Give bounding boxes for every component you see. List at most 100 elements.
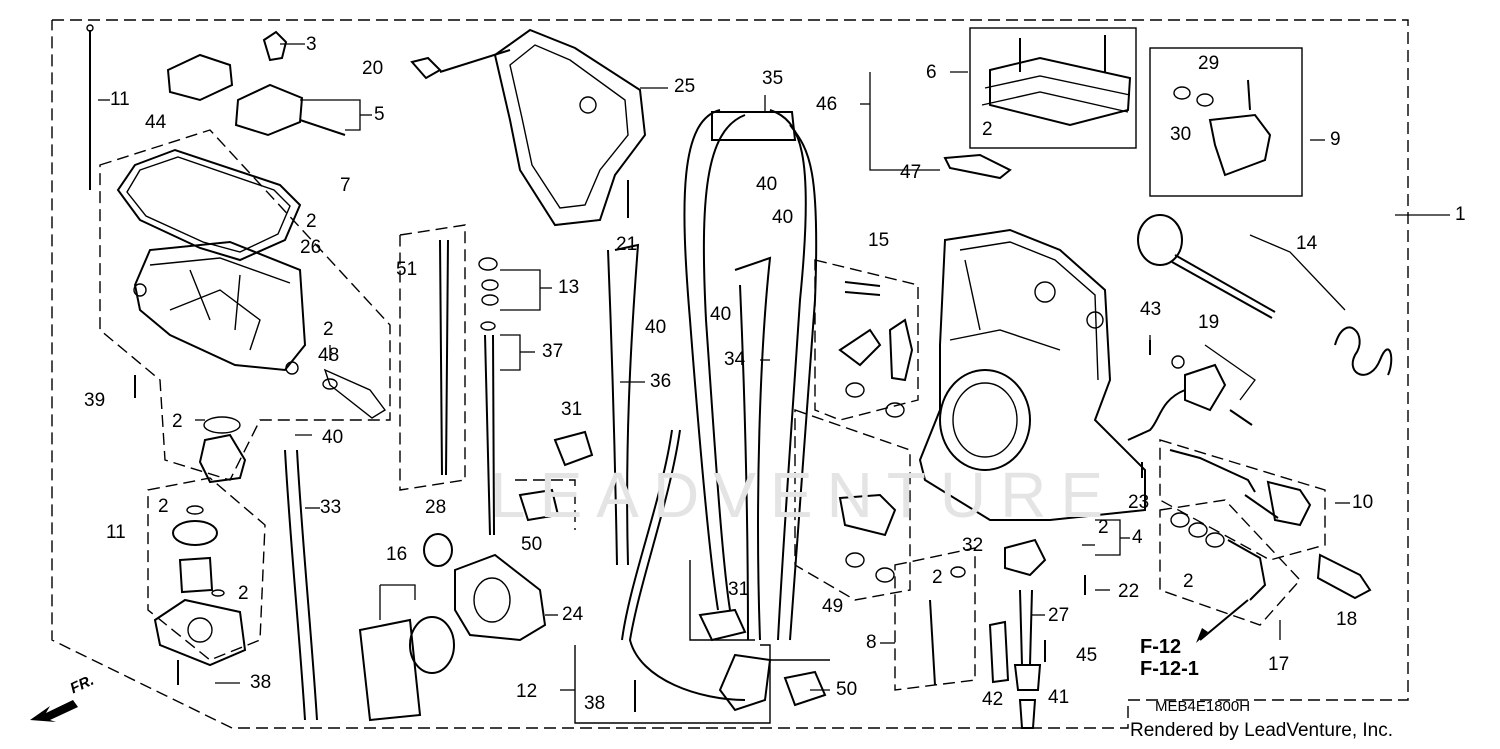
callout-22: 22	[1118, 581, 1140, 602]
jet-group	[894, 547, 976, 691]
credit-text: Rendered by LeadVenture, Inc.	[1130, 720, 1394, 741]
callout-46: 46	[816, 94, 838, 115]
spring-group	[515, 479, 576, 530]
plate-50	[518, 488, 560, 522]
callout-9: 9	[1330, 129, 1341, 150]
callout-2g: 2	[1098, 517, 1109, 538]
callout-49: 49	[822, 596, 844, 617]
callout-30: 30	[1170, 124, 1192, 145]
callout-34: 34	[724, 349, 746, 370]
pump-cover	[153, 598, 247, 667]
callout-45: 45	[1076, 645, 1098, 666]
callout-40b: 40	[645, 317, 667, 338]
throttle-cable	[628, 429, 746, 701]
pilot-screw	[929, 599, 936, 686]
overflow-hose-35	[683, 109, 721, 611]
throttle-valve-body	[454, 553, 547, 642]
callout-50a: 50	[521, 534, 543, 555]
callout-2a: 2	[306, 211, 317, 232]
throttle-drum	[1137, 214, 1183, 266]
jet-holder	[1004, 538, 1047, 577]
slow-jet	[988, 620, 1010, 684]
throttle-cable-box	[574, 644, 771, 724]
callout-47: 47	[900, 162, 922, 183]
callout-25: 25	[674, 76, 696, 97]
callout-11a: 11	[110, 89, 130, 110]
throttle-sensor	[1184, 363, 1227, 412]
tube-36	[614, 243, 640, 566]
callout-28: 28	[425, 497, 447, 518]
diagram-code: MEB4E1800H	[1155, 698, 1251, 715]
plate-31	[553, 430, 594, 467]
callout-40d: 40	[772, 207, 794, 228]
callout-24: 24	[562, 604, 584, 625]
plate-31-lower	[698, 608, 747, 642]
vent-tube-33	[284, 449, 306, 721]
reference-f12: F-12	[1140, 636, 1182, 658]
drain-tube	[1227, 539, 1267, 601]
callout-50b: 50	[836, 679, 858, 700]
callout-44: 44	[145, 112, 167, 133]
callout-38b: 38	[584, 693, 606, 714]
callout-16: 16	[386, 544, 408, 565]
callout-39: 39	[84, 390, 106, 411]
callout-51: 51	[396, 259, 418, 280]
callout-32: 32	[962, 535, 984, 556]
callout-41: 41	[1048, 687, 1070, 708]
callout-14: 14	[1296, 233, 1318, 254]
callout-5: 5	[374, 104, 385, 125]
callout-26: 26	[300, 237, 322, 258]
top-cover-box	[969, 27, 1137, 149]
callout-2d: 2	[158, 496, 169, 517]
watermark: LEADVENTURE	[490, 459, 1117, 531]
sensor-link-box	[1149, 47, 1303, 197]
needle-jet	[1019, 589, 1023, 666]
callout-11b: 11	[106, 522, 126, 543]
callout-42: 42	[982, 689, 1004, 710]
callout-43: 43	[1140, 299, 1162, 320]
callout-8: 8	[866, 632, 877, 653]
callout-2c: 2	[172, 411, 183, 432]
throttle-link-group-lower	[794, 409, 911, 601]
top-cap	[493, 28, 647, 227]
callout-4: 4	[1132, 527, 1143, 548]
bowl-gasket	[116, 148, 302, 262]
return-spring	[1334, 326, 1393, 376]
throttle-valve-plate	[358, 618, 422, 722]
callout-10: 10	[1352, 492, 1374, 513]
hot-start-valve	[1169, 449, 1256, 493]
callout-6: 6	[926, 62, 937, 83]
callout-33: 33	[320, 497, 342, 518]
front-arrow-icon	[28, 680, 108, 725]
callout-36: 36	[650, 371, 672, 392]
callout-40a: 40	[322, 427, 344, 448]
drain-tube-group	[1159, 499, 1301, 626]
callout-38a: 38	[250, 672, 272, 693]
callout-1: 1	[1455, 204, 1466, 225]
callout-23: 23	[1128, 492, 1150, 513]
callout-27: 27	[1048, 605, 1070, 626]
throttle-link-group-upper	[814, 259, 919, 421]
callout-20: 20	[362, 58, 384, 79]
reference-f12-1: F-12-1	[1140, 658, 1199, 680]
float-bowl	[133, 240, 307, 372]
callout-40c: 40	[756, 174, 778, 195]
callout-40e: 40	[710, 304, 732, 325]
callout-15: 15	[868, 230, 890, 251]
needle-37	[484, 334, 491, 536]
callout-2h: 2	[932, 567, 943, 588]
callout-12: 12	[516, 681, 538, 702]
sensor-bracket	[1208, 113, 1272, 177]
callout-37: 37	[542, 341, 564, 362]
cable-plate-box	[689, 560, 755, 641]
bracket-47	[943, 153, 1012, 180]
callout-31a: 31	[561, 399, 583, 420]
carburetor-bore	[939, 369, 1031, 471]
carburetor-body	[918, 228, 1146, 521]
hot-start-group	[1159, 439, 1326, 561]
top-cover-plate	[989, 56, 1132, 127]
float	[166, 53, 234, 102]
drain-plug-18	[1316, 553, 1372, 600]
